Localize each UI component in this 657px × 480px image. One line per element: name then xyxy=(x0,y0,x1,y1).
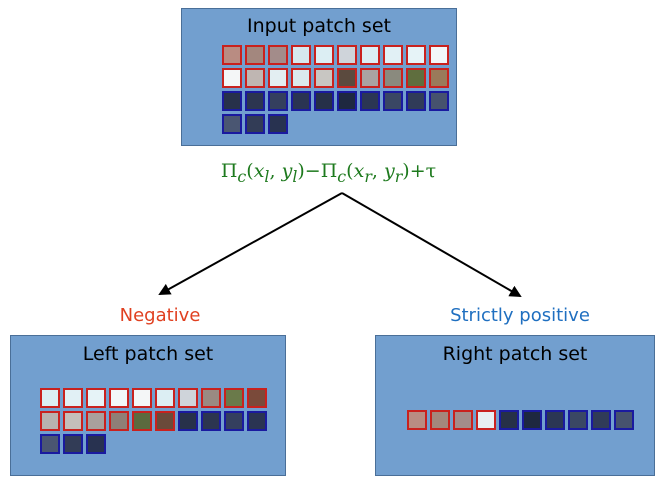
formula-pi: Π xyxy=(220,160,238,182)
negative-label: Negative xyxy=(119,305,201,326)
image-patch xyxy=(383,45,403,65)
image-patch xyxy=(429,68,449,88)
image-patch xyxy=(268,45,288,65)
image-patch xyxy=(40,388,60,408)
image-patch xyxy=(132,388,152,408)
image-patch xyxy=(132,411,152,431)
image-patch xyxy=(406,45,426,65)
image-patch xyxy=(222,45,242,65)
formula-plus: + xyxy=(409,160,426,182)
image-patch xyxy=(591,410,611,430)
formula-x2: x xyxy=(353,160,365,182)
image-patch xyxy=(407,410,427,430)
left-arrow xyxy=(158,192,343,295)
image-patch xyxy=(222,91,242,111)
image-patch xyxy=(86,411,106,431)
image-patch xyxy=(247,388,267,408)
formula-l2: l xyxy=(292,166,298,186)
image-patch xyxy=(360,45,380,65)
image-patch xyxy=(63,411,83,431)
image-patch xyxy=(245,45,265,65)
formula-minus: − xyxy=(304,160,321,182)
formula-c: c xyxy=(237,166,247,186)
image-patch xyxy=(314,68,334,88)
image-patch xyxy=(224,388,244,408)
formula-y: y xyxy=(281,160,293,182)
image-patch xyxy=(109,411,129,431)
image-patch xyxy=(383,68,403,88)
input-patch-set-box: Input patch set xyxy=(181,8,457,146)
formula-c2: c xyxy=(337,166,347,186)
image-patch xyxy=(291,45,311,65)
image-patch xyxy=(430,410,450,430)
image-patch xyxy=(429,45,449,65)
image-patch xyxy=(499,410,519,430)
image-patch xyxy=(155,388,175,408)
image-patch xyxy=(337,68,357,88)
input-patch-set-title: Input patch set xyxy=(247,15,391,37)
left-patch-set-box: Left patch set xyxy=(10,335,286,476)
image-patch xyxy=(268,91,288,111)
image-patch xyxy=(224,411,244,431)
image-patch xyxy=(406,91,426,111)
image-patch xyxy=(360,91,380,111)
image-patch xyxy=(406,68,426,88)
strictly-positive-label: Strictly positive xyxy=(450,305,590,326)
image-patch xyxy=(222,68,242,88)
image-patch xyxy=(40,411,60,431)
right-patch-set-title: Right patch set xyxy=(442,343,588,365)
image-patch xyxy=(545,410,565,430)
image-patch xyxy=(453,410,473,430)
image-patch xyxy=(245,114,265,134)
image-patch xyxy=(178,388,198,408)
image-patch xyxy=(337,91,357,111)
image-patch xyxy=(40,434,60,454)
image-patch xyxy=(268,114,288,134)
image-patch xyxy=(201,411,221,431)
image-patch xyxy=(63,388,83,408)
image-patch xyxy=(568,410,588,430)
image-patch xyxy=(337,45,357,65)
image-patch xyxy=(86,388,106,408)
formula-y2: y xyxy=(383,160,395,182)
image-patch xyxy=(245,68,265,88)
image-patch xyxy=(178,411,198,431)
image-patch xyxy=(247,411,267,431)
image-patch xyxy=(291,91,311,111)
image-patch xyxy=(429,91,449,111)
split-formula: Πc(xl, yl)−Πc(xr, yr)+τ xyxy=(220,160,437,186)
formula-r: r xyxy=(364,166,372,186)
image-patch xyxy=(383,91,403,111)
formula-pi2: Π xyxy=(320,160,338,182)
image-patch xyxy=(222,114,242,134)
right-patch-grid xyxy=(407,410,634,430)
formula-l: l xyxy=(264,166,270,186)
left-patch-set-title: Left patch set xyxy=(82,343,214,365)
image-patch xyxy=(63,434,83,454)
image-patch xyxy=(201,388,221,408)
formula-tau: τ xyxy=(425,160,437,182)
image-patch xyxy=(109,388,129,408)
image-patch xyxy=(522,410,542,430)
input-patch-grid xyxy=(222,45,449,134)
image-patch xyxy=(86,434,106,454)
image-patch xyxy=(314,91,334,111)
image-patch xyxy=(360,68,380,88)
image-patch xyxy=(245,91,265,111)
left-patch-grid xyxy=(40,388,267,454)
image-patch xyxy=(314,45,334,65)
image-patch xyxy=(614,410,634,430)
image-patch xyxy=(268,68,288,88)
image-patch xyxy=(291,68,311,88)
right-patch-set-box: Right patch set xyxy=(375,335,655,476)
formula-x: x xyxy=(253,160,265,182)
formula-r2: r xyxy=(394,166,403,186)
right-arrow xyxy=(341,192,522,298)
image-patch xyxy=(476,410,496,430)
image-patch xyxy=(155,411,175,431)
